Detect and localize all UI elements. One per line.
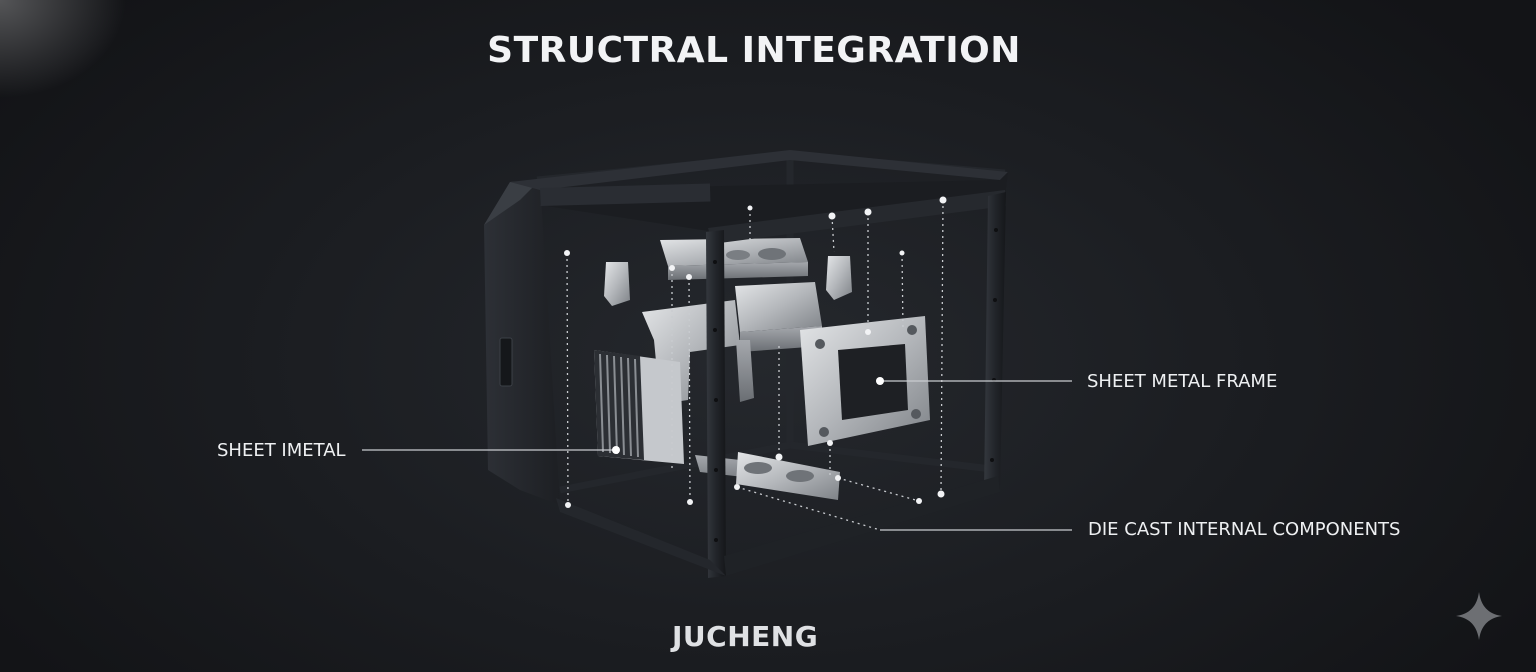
brand-logo: JUCHENG xyxy=(672,620,818,653)
sheet-metal-side-panel xyxy=(484,180,560,505)
sheet-metal-frame xyxy=(510,150,1008,578)
callout-die-cast-components: DIE CAST INTERNAL COMPONENTS xyxy=(1088,519,1400,540)
callout-sheet-metal-frame: SHEET METAL FRAME xyxy=(1087,371,1277,392)
die-cast-components xyxy=(594,238,930,500)
sparkle-icon xyxy=(1452,588,1506,644)
callout-dot-frame xyxy=(876,377,884,385)
callout-sheet-metal: SHEET IMETAL xyxy=(217,440,346,461)
callout-dot-sheet-metal xyxy=(612,446,620,454)
